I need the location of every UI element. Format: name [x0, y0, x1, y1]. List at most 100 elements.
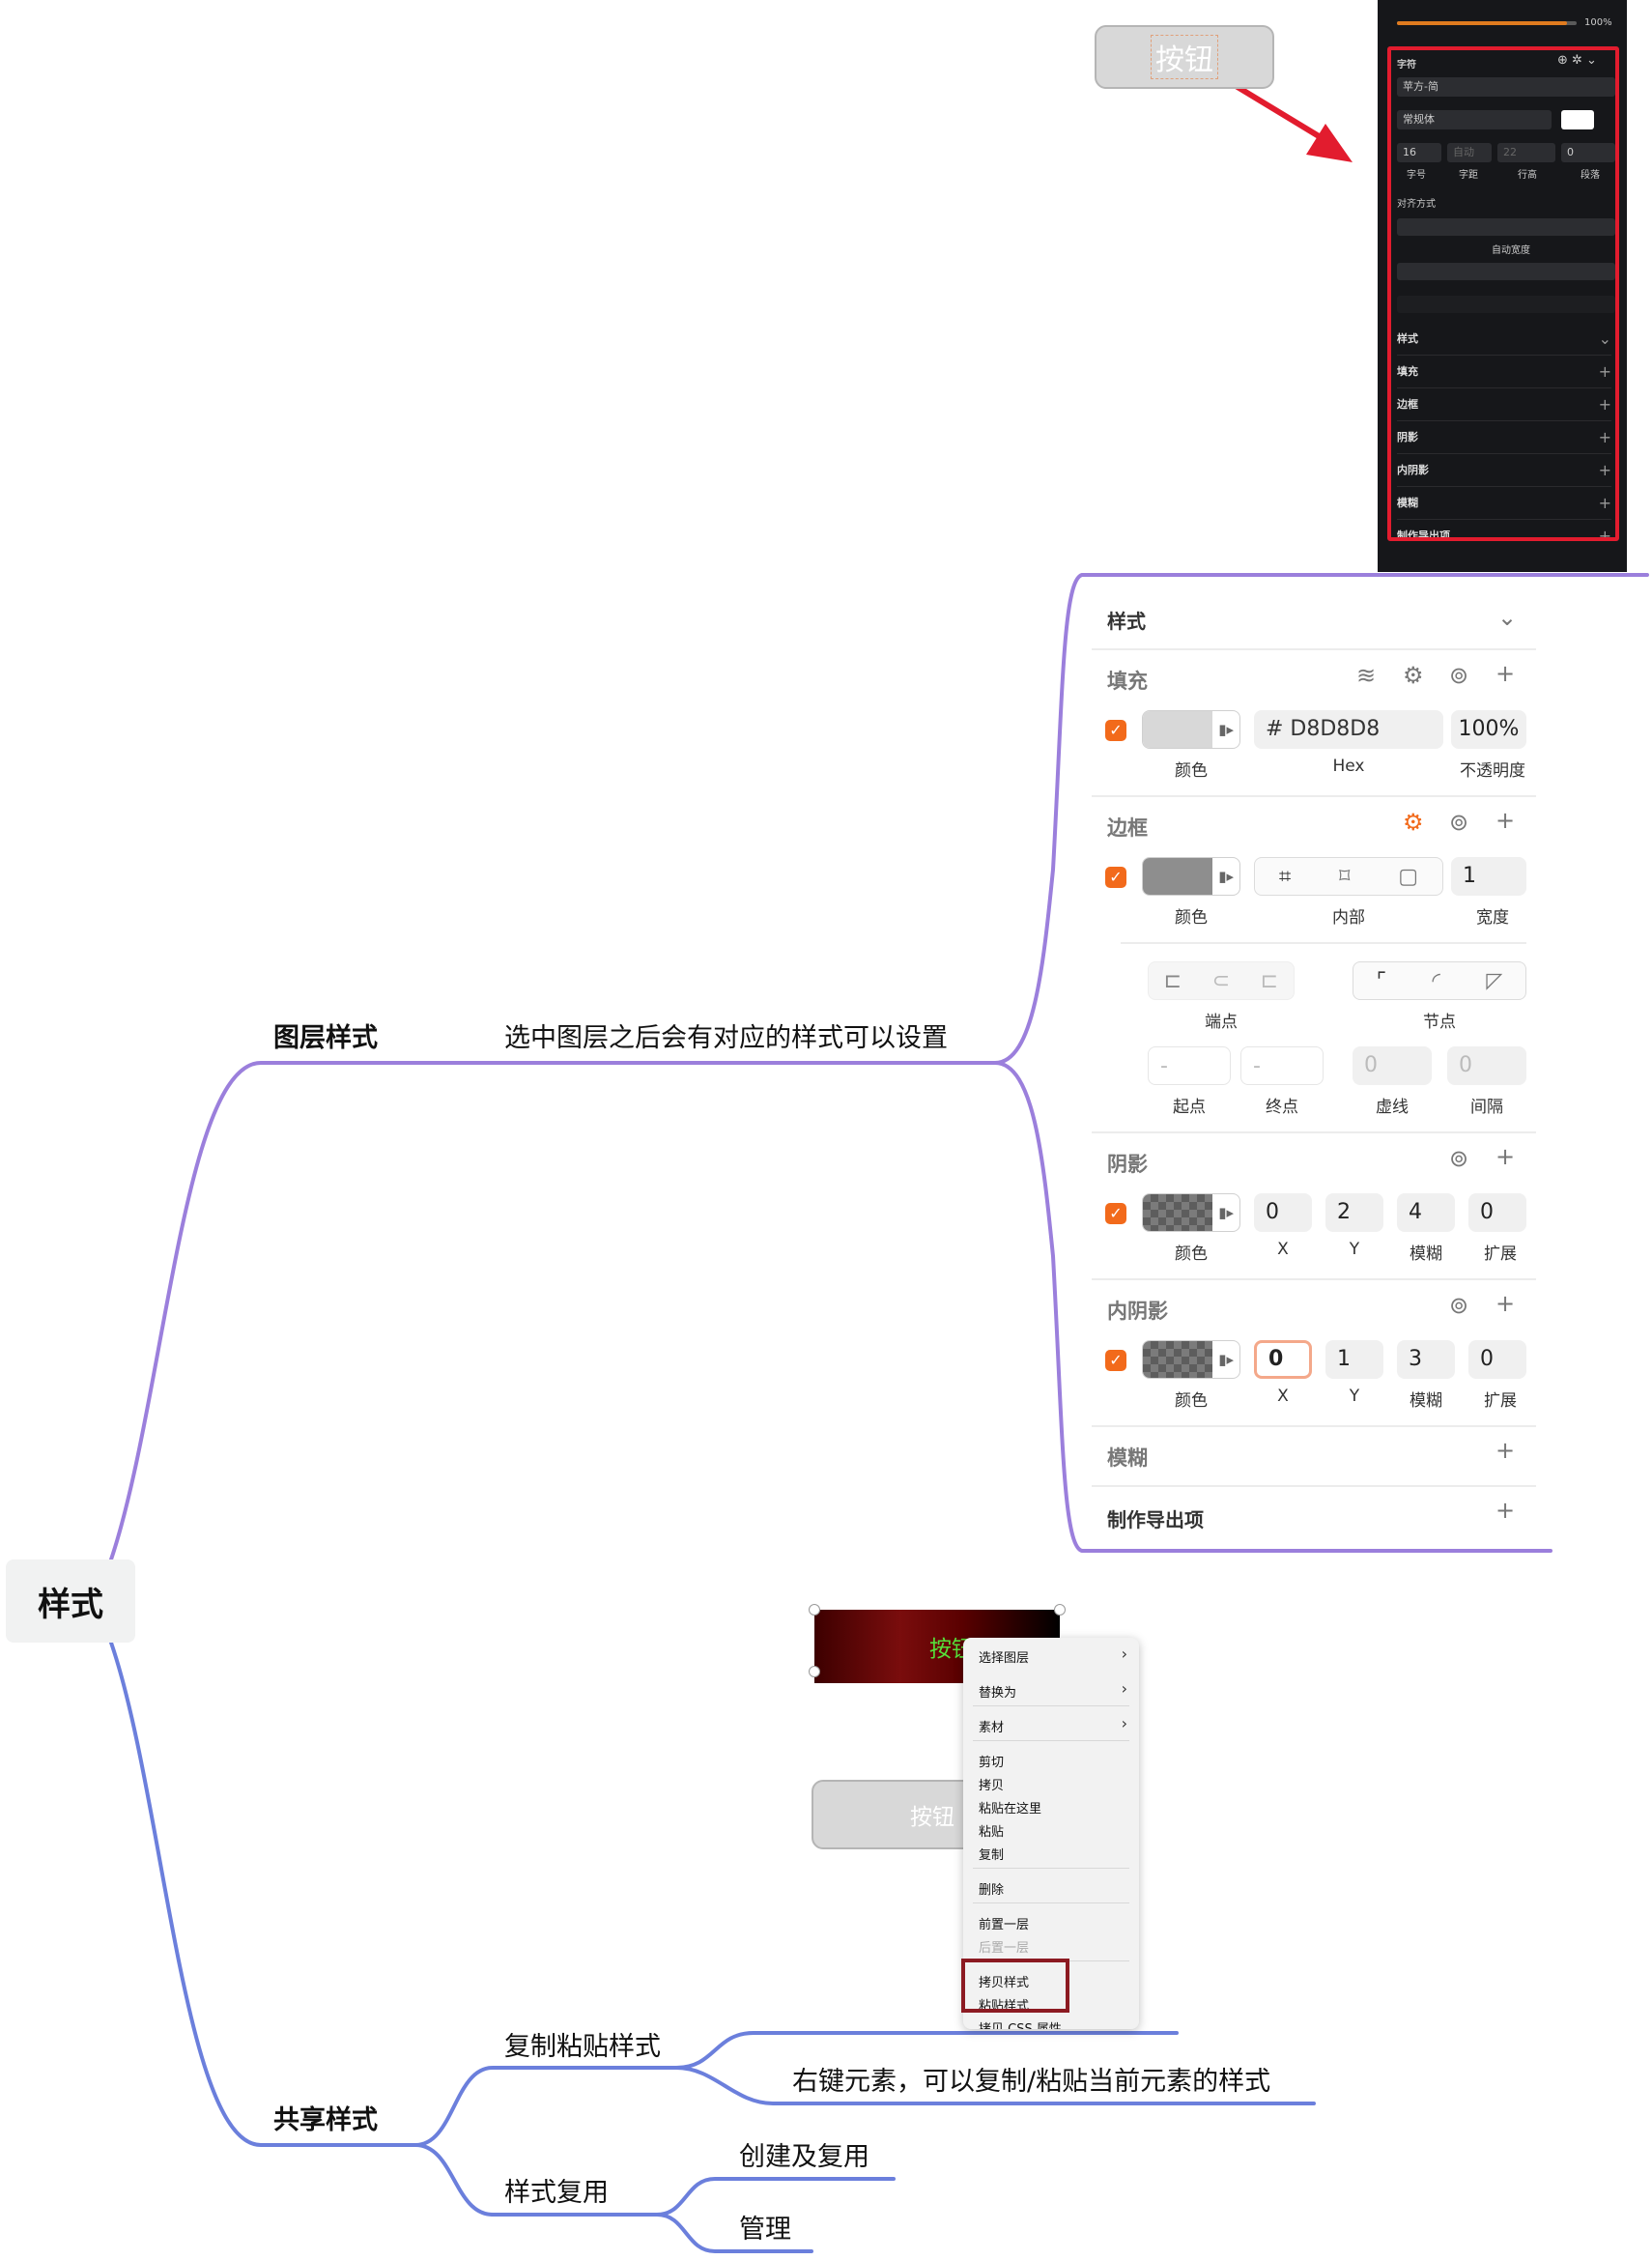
dark-section-style[interactable]: 样式⌄	[1397, 323, 1611, 356]
node-copy-paste-desc[interactable]: 右键元素，可以复制/粘贴当前元素的样式	[792, 2067, 1271, 2097]
dark-section-shadow[interactable]: 阴影+	[1397, 421, 1611, 454]
add-export-icon[interactable]: +	[1495, 1497, 1516, 1524]
shadow-blur-input[interactable]: 4	[1397, 1193, 1455, 1232]
add-fill-icon[interactable]: +	[1495, 660, 1516, 687]
menu-item-cut[interactable]: 剪切	[979, 1756, 1005, 1770]
vertical-align-segment[interactable]	[1397, 296, 1615, 313]
border-outside-icon[interactable]: ▢	[1398, 864, 1419, 889]
menu-item-select-layer[interactable]: 选择图层	[979, 1651, 1030, 1666]
menu-item-bring-forward[interactable]: 前置一层	[979, 1918, 1030, 1932]
char-section-icons[interactable]: ⊕ ✲ ⌄	[1557, 53, 1597, 68]
inner-shadow-blend-icon[interactable]: ⊚	[1449, 1292, 1469, 1319]
menu-item-send-backward[interactable]: 后置一层	[979, 1941, 1030, 1956]
text-color-swatch[interactable]	[1561, 110, 1594, 129]
fill-color-swatch[interactable]: ▮▸	[1142, 710, 1240, 749]
add-border-icon[interactable]: +	[1495, 807, 1516, 834]
font-size-input[interactable]: 16	[1397, 143, 1441, 162]
add-shadow-icon[interactable]: +	[1495, 1143, 1516, 1170]
resize-mode-segment[interactable]	[1397, 218, 1615, 236]
border-position-segment[interactable]: ⌗ ⌑ ▢	[1254, 857, 1443, 896]
menu-item-copy-style[interactable]: 拷贝样式	[979, 1976, 1030, 1990]
blend-icon[interactable]: ⊚	[1449, 662, 1469, 689]
opacity-slider[interactable]	[1397, 21, 1613, 25]
resize-handle[interactable]	[809, 1666, 820, 1677]
color-picker-icon: ▮▸	[1218, 721, 1234, 738]
layers-icon[interactable]: ≋	[1356, 662, 1377, 689]
dark-section-inner-shadow[interactable]: 内阴影+	[1397, 454, 1611, 487]
line-height-input[interactable]: 22	[1497, 143, 1555, 162]
node-style-reuse[interactable]: 样式复用	[504, 2178, 609, 2208]
dash-input[interactable]: 0	[1353, 1046, 1432, 1085]
style-panel: 样式 ⌄ 填充 ≋ ⚙ ⊚ + ✓ ▮▸ # D8D8D8 100% 颜色 He…	[1092, 585, 1536, 1531]
border-color-swatch[interactable]: ▮▸	[1142, 857, 1240, 896]
start-arrow-select[interactable]: -	[1148, 1046, 1231, 1085]
menu-item-copy-css[interactable]: 拷贝 CSS 属性	[979, 2018, 1062, 2029]
shadow-blend-icon[interactable]: ⊚	[1449, 1145, 1469, 1172]
add-inner-shadow-icon[interactable]: +	[1495, 1290, 1516, 1317]
shadow-y-input[interactable]: 2	[1325, 1193, 1383, 1232]
fill-opacity-input[interactable]: 100%	[1451, 710, 1526, 749]
line-cap-segment[interactable]: ⊏ ⊂ ⊏	[1148, 961, 1295, 1000]
gap-input[interactable]: 0	[1447, 1046, 1526, 1085]
border-width-input[interactable]: 1	[1451, 857, 1526, 896]
border-inside-icon[interactable]: ⌑	[1339, 864, 1351, 889]
menu-item-assets[interactable]: 素材	[979, 1721, 1005, 1735]
sample-button-bottom-label: 按钮	[910, 1805, 954, 1830]
inner-shadow-x-input[interactable]: 0	[1254, 1340, 1312, 1379]
menu-item-copy[interactable]: 拷贝	[979, 1779, 1005, 1793]
node-shared-style[interactable]: 共享样式	[273, 2105, 378, 2135]
shadow-checkbox[interactable]: ✓	[1105, 1203, 1126, 1224]
menu-item-paste[interactable]: 粘贴	[979, 1825, 1005, 1840]
resize-handle[interactable]	[809, 1604, 820, 1616]
node-layer-style[interactable]: 图层样式	[273, 1023, 378, 1053]
menu-item-delete[interactable]: 删除	[979, 1883, 1005, 1898]
border-center-icon[interactable]: ⌗	[1278, 864, 1292, 889]
dark-section-inner-shadow-label: 内阴影	[1397, 464, 1429, 476]
cap-square-icon[interactable]: ⊏	[1260, 968, 1279, 993]
end-arrow-select[interactable]: -	[1240, 1046, 1324, 1085]
cap-butt-icon[interactable]: ⊏	[1163, 968, 1182, 993]
root-node[interactable]: 样式	[6, 1559, 135, 1643]
dark-section-blur[interactable]: 模糊+	[1397, 487, 1611, 520]
font-weight-select[interactable]: 常规体	[1397, 110, 1552, 129]
fill-checkbox[interactable]: ✓	[1105, 720, 1126, 741]
shadow-color-swatch[interactable]: ▮▸	[1142, 1193, 1240, 1232]
font-family-select[interactable]: 苹方-简	[1397, 77, 1615, 97]
paragraph-input[interactable]: 0	[1561, 143, 1615, 162]
letter-spacing-input[interactable]: 自动	[1447, 143, 1492, 162]
inner-shadow-checkbox[interactable]: ✓	[1105, 1350, 1126, 1371]
border-checkbox[interactable]: ✓	[1105, 867, 1126, 888]
add-blur-icon[interactable]: +	[1495, 1437, 1516, 1464]
inner-shadow-spread-input[interactable]: 0	[1468, 1340, 1526, 1379]
node-copy-paste-style[interactable]: 复制粘贴样式	[504, 2032, 661, 2062]
cap-round-icon[interactable]: ⊂	[1211, 968, 1231, 993]
collapse-chevron-icon[interactable]: ⌄	[1497, 604, 1518, 631]
inner-shadow-y-input[interactable]: 1	[1325, 1340, 1383, 1379]
resize-handle[interactable]	[1054, 1604, 1066, 1616]
join-miter-icon[interactable]: ⌜	[1376, 968, 1387, 993]
line-join-segment[interactable]: ⌜ ◜ ◸	[1353, 961, 1526, 1000]
border-gear-icon[interactable]: ⚙	[1403, 809, 1424, 836]
sample-button-top[interactable]: 按钮	[1095, 25, 1274, 89]
inner-shadow-blur-input[interactable]: 3	[1397, 1340, 1455, 1379]
shadow-x-input[interactable]: 0	[1254, 1193, 1312, 1232]
border-blend-icon[interactable]: ⊚	[1449, 809, 1469, 836]
shadow-spread-input[interactable]: 0	[1468, 1193, 1526, 1232]
text-align-segment[interactable]	[1397, 263, 1615, 280]
shadow-title: 阴影	[1107, 1153, 1148, 1176]
fill-hex-input[interactable]: # D8D8D8	[1254, 710, 1443, 749]
gear-icon[interactable]: ⚙	[1403, 662, 1424, 689]
connector-root-layer-style	[109, 1061, 997, 1561]
node-reuse-manage[interactable]: 管理	[739, 2215, 791, 2245]
dark-section-fill[interactable]: 填充+	[1397, 356, 1611, 388]
menu-item-duplicate[interactable]: 复制	[979, 1848, 1005, 1863]
dark-inspector-panel: 100% 字符 ⊕ ✲ ⌄ 苹方-简 常规体 16 自动 22 0 字号 字距 …	[1378, 0, 1627, 572]
menu-item-paste-here[interactable]: 粘贴在这里	[979, 1802, 1042, 1817]
join-bevel-icon[interactable]: ◸	[1486, 968, 1503, 993]
node-layer-style-desc[interactable]: 选中图层之后会有对应的样式可以设置	[504, 1023, 948, 1053]
inner-shadow-color-swatch[interactable]: ▮▸	[1142, 1340, 1240, 1379]
join-round-icon[interactable]: ◜	[1432, 968, 1440, 993]
menu-item-replace-with[interactable]: 替换为	[979, 1686, 1017, 1701]
node-reuse-create[interactable]: 创建及复用	[739, 2142, 869, 2172]
dark-section-border[interactable]: 边框+	[1397, 388, 1611, 421]
